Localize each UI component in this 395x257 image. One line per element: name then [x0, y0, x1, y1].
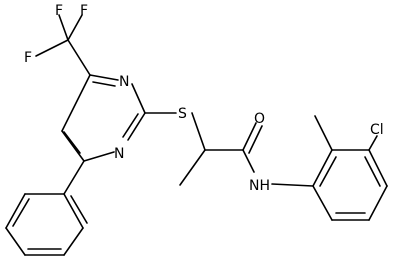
- bond-c5-c4: [61, 74, 91, 132]
- atom-f-top: F: [55, 3, 63, 19]
- bond-c6-c5: [61, 130, 85, 162]
- bond-ph4: [5, 227, 26, 256]
- bond-c-f-right: [67, 14, 83, 41]
- bond-ph5-double: [12, 198, 30, 227]
- bond-c-f-top: [58, 14, 69, 41]
- bond-ch-methyl: [179, 149, 206, 186]
- bond-c4-n3-double: [92, 81, 116, 87]
- bond-n3-c2: [131, 83, 146, 114]
- atom-cl: Cl: [370, 122, 384, 138]
- bond-ar1-double: [319, 156, 337, 187]
- bond-c-f-left: [35, 39, 69, 57]
- bond-ar6: [312, 185, 333, 221]
- bond-c-o: [242, 122, 257, 151]
- bond-ar-methyl: [314, 115, 333, 151]
- bond-c4-n3: [89, 74, 119, 81]
- bond-ar3: [368, 149, 388, 187]
- atom-nh: NH: [249, 178, 270, 194]
- atom-n-lower: N: [114, 146, 124, 162]
- atom-n-upper: N: [119, 74, 129, 90]
- bond-s-ch: [191, 112, 206, 151]
- bond-ph5: [5, 193, 26, 229]
- bond-c6-c5-double: [63, 131, 81, 154]
- bond-ar3-double: [364, 156, 381, 187]
- bond-nh-aryl: [271, 183, 314, 187]
- bond-n1-c6: [83, 151, 115, 162]
- bond-c2-n1: [127, 112, 146, 141]
- bond-c-o-double: [248, 125, 263, 154]
- bond-ar1: [312, 149, 333, 187]
- atom-f-left: F: [24, 50, 32, 66]
- bond-ar4: [368, 185, 388, 221]
- atom-f-right: F: [80, 3, 88, 19]
- atom-s: S: [178, 106, 187, 122]
- bond-c6-phenyl: [63, 160, 85, 195]
- bond-cf3-ring: [67, 39, 91, 76]
- bond-ar-cl: [368, 135, 378, 151]
- bond-ph2: [63, 227, 84, 256]
- bond-ph1-double: [70, 195, 88, 224]
- atom-o: O: [254, 111, 265, 127]
- bond-ph1: [63, 193, 84, 229]
- bond-c2-n1-double: [122, 113, 139, 138]
- bond-c-nh: [242, 149, 255, 173]
